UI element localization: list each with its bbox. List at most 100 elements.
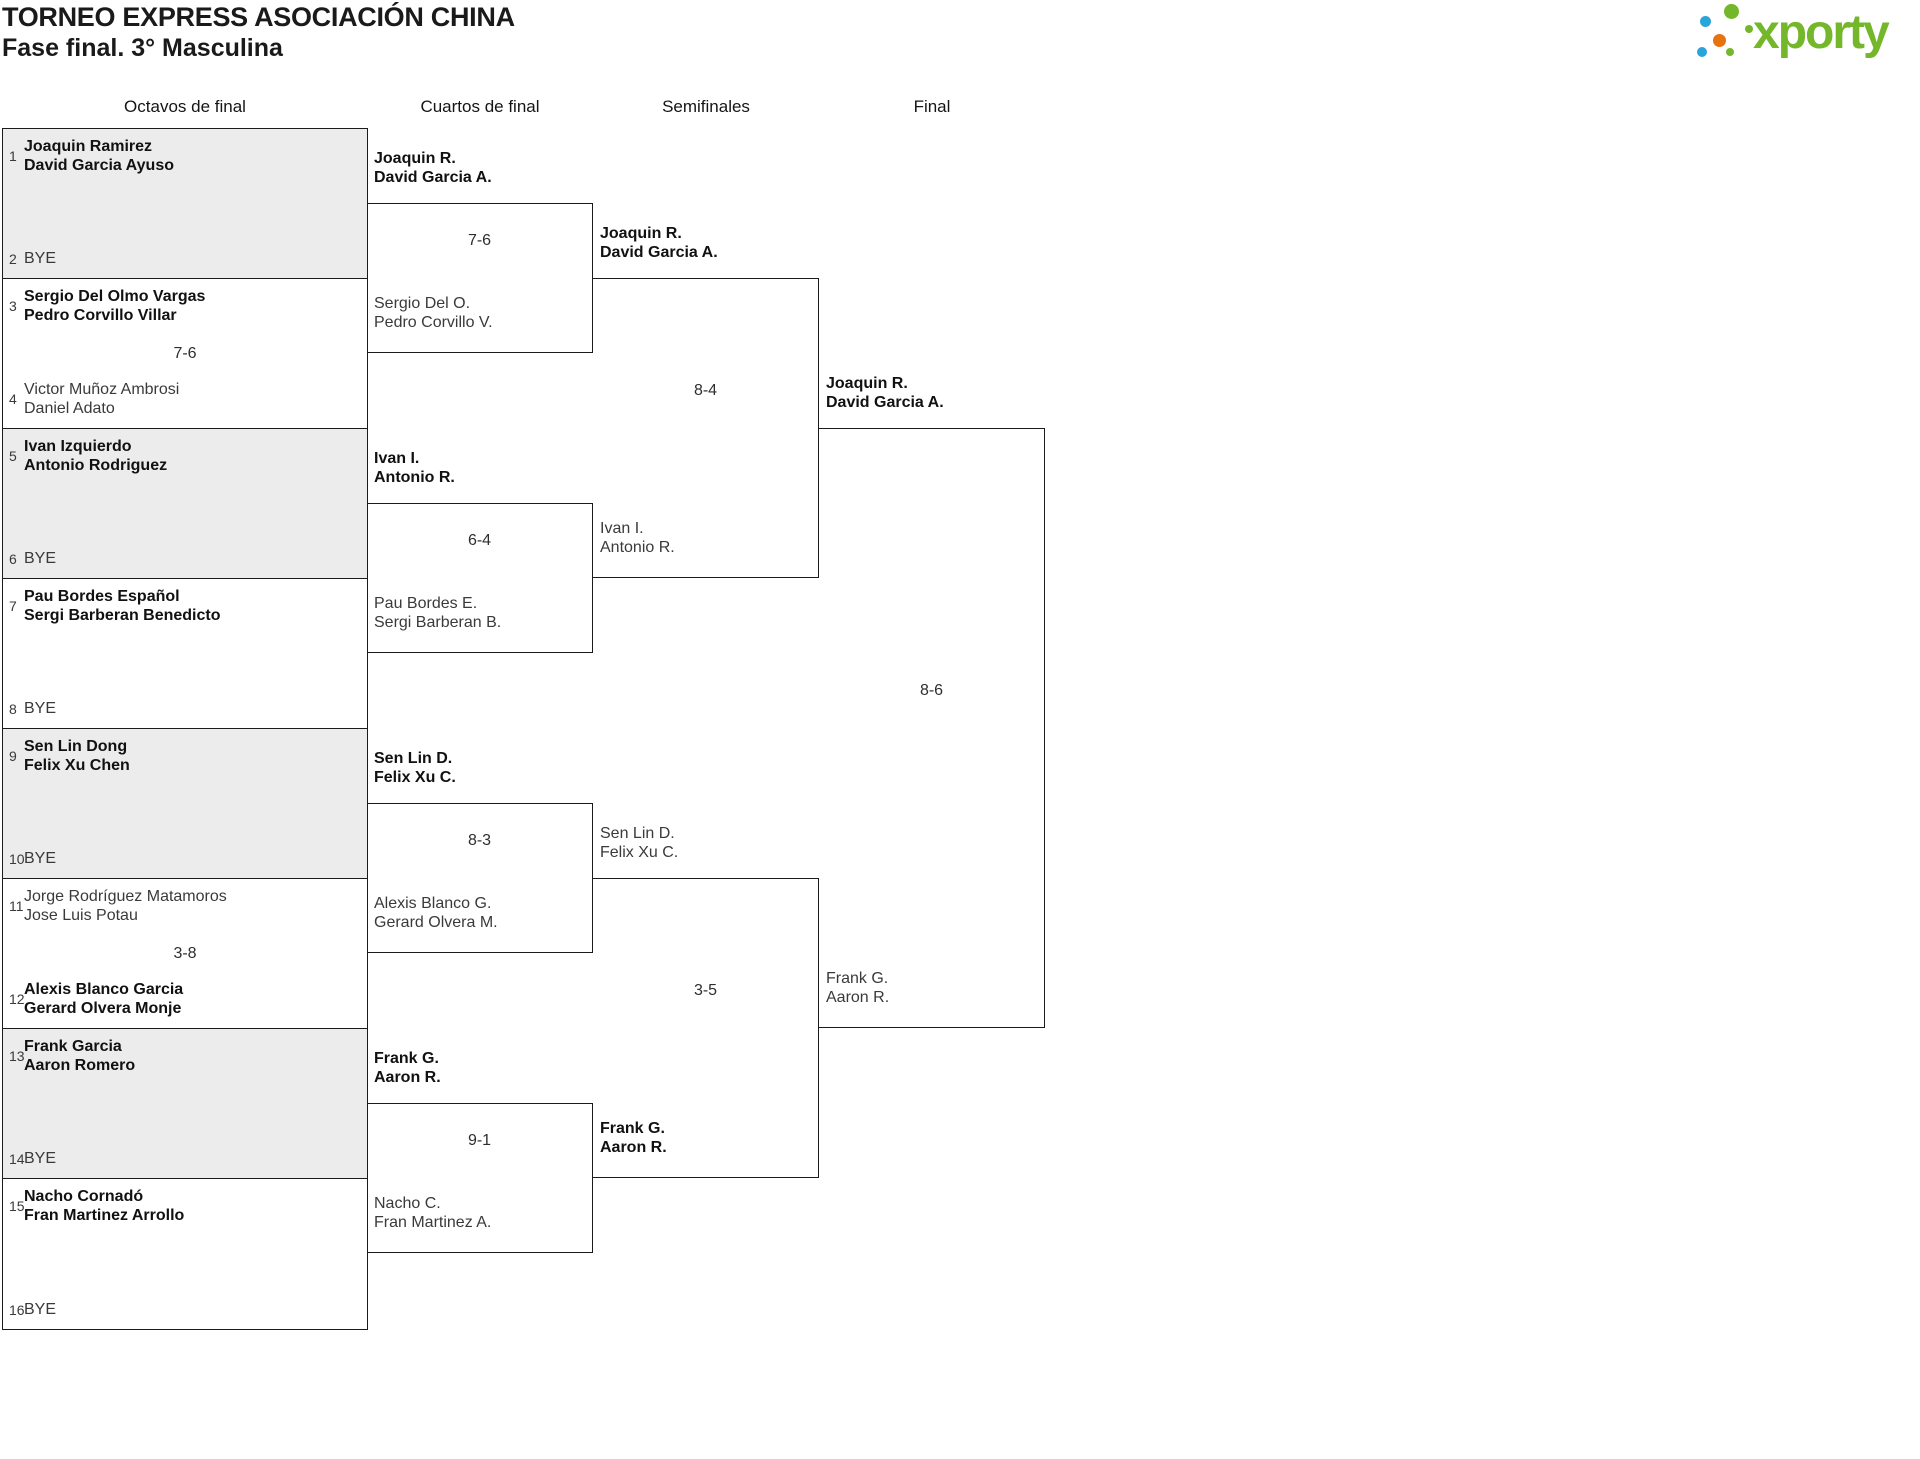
seed-number: 7	[9, 598, 17, 614]
advancing-team-label: Sen Lin D.Felix Xu C.	[374, 750, 456, 786]
match-score: 8-3	[467, 832, 492, 849]
seed-number: 1	[9, 148, 17, 164]
round-header-semifinales: Semifinales	[662, 97, 750, 116]
match-sf-1: Joaquin R.David Garcia A. 8-4 Ivan I.Ant…	[593, 225, 819, 578]
seed-number: 15	[9, 1198, 25, 1214]
page-subtitle: Fase final. 3° Masculina	[2, 34, 283, 62]
team-name: BYE	[24, 1150, 57, 1167]
match-score: 6-4	[467, 532, 492, 549]
logo-dot-orange-icon	[1713, 34, 1726, 47]
advancing-team-label: Frank G.Aaron R.	[374, 1050, 441, 1086]
seed-number: 9	[9, 748, 17, 764]
advancing-team-label: Ivan I.Antonio R.	[600, 520, 675, 556]
advancing-team-label: Frank G.Aaron R.	[826, 970, 890, 1006]
logo-dot-green-icon	[1726, 48, 1734, 56]
logo-dot-blue-icon	[1697, 47, 1707, 57]
match-score: 7-6	[173, 344, 197, 362]
match-score: 3-8	[173, 944, 197, 962]
team-slot: 16 BYE	[3, 1300, 367, 1319]
team-name: BYE	[24, 850, 57, 867]
logo-wordmark: xporty	[1753, 6, 1890, 59]
match-score: 8-6	[919, 682, 944, 699]
team-name: BYE	[24, 550, 57, 567]
seed-number: 16	[9, 1301, 25, 1318]
team-slot: 14 BYE	[3, 1149, 367, 1168]
advancing-team-label: Frank G.Aaron R.	[600, 1120, 667, 1156]
match-score: 7-6	[467, 232, 492, 249]
advancing-team-label: Alexis Blanco G.Gerard Olvera M.	[374, 895, 498, 931]
seed-number: 5	[9, 448, 17, 464]
team-slot: 2 BYE	[3, 249, 367, 268]
match-sf-2: Sen Lin D.Felix Xu C. 3-5 Frank G.Aaron …	[593, 825, 819, 1178]
advancing-team-label: Sen Lin D.Felix Xu C.	[600, 825, 679, 861]
seed-number: 12	[9, 991, 25, 1007]
seed-number: 4	[9, 391, 17, 407]
seed-number: 6	[9, 550, 17, 567]
logo-dot-green-icon	[1745, 25, 1753, 33]
seed-number: 2	[9, 250, 17, 267]
team-slot: 6 BYE	[3, 549, 367, 568]
seed-number: 8	[9, 700, 17, 717]
page-title: TORNEO EXPRESS ASOCIACIÓN CHINA	[2, 2, 515, 32]
advancing-team-label: Joaquin R.David Garcia A.	[600, 225, 718, 261]
advancing-team-label: Sergio Del O.Pedro Corvillo V.	[374, 295, 493, 331]
seed-number: 10	[9, 850, 25, 867]
seed-number: 13	[9, 1048, 25, 1064]
match-final: Joaquin R.David Garcia A. 8-6 Frank G.Aa…	[819, 375, 1045, 1028]
seed-number: 3	[9, 298, 17, 314]
advancing-team-label: Ivan I.Antonio R.	[374, 450, 455, 486]
team-slot: 10 BYE	[3, 849, 367, 868]
seed-number: 14	[9, 1150, 25, 1167]
round-header-cuartos: Cuartos de final	[420, 97, 540, 116]
round-header-octavos: Octavos de final	[124, 97, 246, 116]
advancing-team-label: Joaquin R.David Garcia A.	[826, 375, 944, 411]
match-qf-3: Sen Lin D.Felix Xu C. 8-3 Alexis Blanco …	[367, 750, 593, 953]
round-header-final: Final	[913, 97, 951, 116]
team-slot: 8 BYE	[3, 699, 367, 718]
advancing-team-label: Joaquin R.David Garcia A.	[374, 150, 492, 186]
seed-number: 11	[9, 898, 24, 914]
match-qf-1: Joaquin R.David Garcia A. 7-6 Sergio Del…	[367, 150, 593, 353]
advancing-team-label: Pau Bordes E.Sergi Barberan B.	[374, 595, 502, 631]
advancing-team-label: Nacho C.Fran Martinez A.	[374, 1195, 492, 1231]
match-qf-4: Frank G.Aaron R. 9-1 Nacho C.Fran Martin…	[367, 1050, 593, 1253]
logo-dot-blue-icon	[1700, 16, 1711, 27]
xporty-logo: xporty	[1690, 0, 1918, 66]
team-name: BYE	[24, 700, 57, 717]
logo-dot-green-icon	[1724, 4, 1739, 19]
team-name: BYE	[24, 250, 57, 267]
match-score: 3-5	[693, 982, 718, 999]
team-name: BYE	[24, 1301, 57, 1318]
match-score: 8-4	[693, 382, 718, 399]
match-qf-2: Ivan I.Antonio R. 6-4 Pau Bordes E.Sergi…	[367, 450, 593, 653]
